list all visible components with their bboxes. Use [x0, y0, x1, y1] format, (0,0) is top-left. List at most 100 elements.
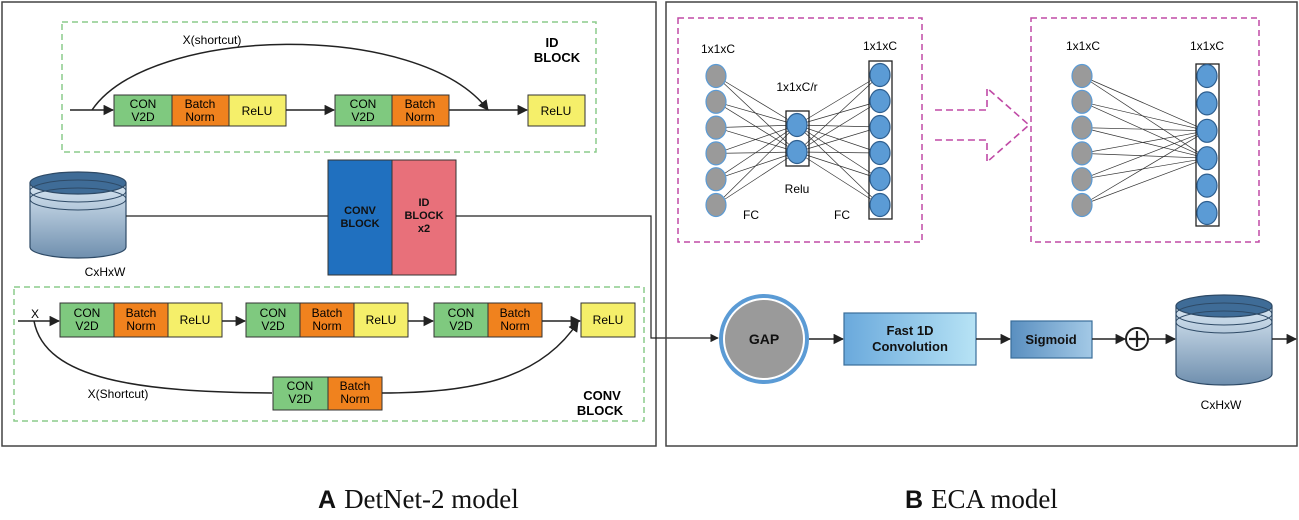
- neuron: [869, 166, 891, 192]
- neuron-connection: [715, 151, 798, 180]
- neuron: [869, 62, 891, 88]
- se-label-mid: 1x1xC/r: [776, 80, 817, 94]
- id-shortcut-arc: [91, 43, 489, 111]
- svg-text:ReLU: ReLU: [366, 313, 397, 327]
- neuron: [786, 112, 808, 138]
- neuron: [705, 192, 727, 218]
- detnet-to-eca-connector: [456, 215, 719, 343]
- panel-a-frame: [1, 1, 657, 447]
- se-mid-layer-box: [785, 110, 810, 167]
- se-label-out: 1x1xC: [863, 39, 897, 53]
- eca-block-frame: [1030, 17, 1260, 243]
- se-to-eca-hollow-arrow: [935, 86, 1031, 164]
- neuron: [786, 139, 808, 165]
- neuron-connection: [796, 74, 881, 126]
- eca-neurons: [1071, 63, 1218, 226]
- neuron-connection: [1081, 130, 1208, 206]
- neuron-connection: [1081, 127, 1208, 159]
- neuron: [1196, 173, 1218, 198]
- neuron-connection: [1081, 75, 1208, 159]
- neuron-connection: [1081, 130, 1208, 154]
- neuron: [1071, 167, 1093, 192]
- conv-shortcut-label: X(Shortcut): [88, 387, 149, 401]
- neuron-connection: [715, 124, 798, 180]
- neuron-connection: [796, 124, 881, 180]
- neuron-connection: [1081, 75, 1208, 132]
- eca-label-in: 1x1xC: [1066, 39, 1100, 53]
- neuron-connection: [796, 100, 881, 126]
- neuron-connection: [796, 124, 881, 154]
- neuron: [1071, 115, 1093, 140]
- neuron: [1071, 141, 1093, 166]
- neuron-connection: [1081, 157, 1208, 206]
- neuron: [869, 88, 891, 114]
- conv-relu-2: ReLU: [353, 302, 409, 338]
- se-neurons: [705, 62, 891, 218]
- neuron-connection: [1081, 157, 1208, 180]
- neuron-connection: [1081, 127, 1208, 132]
- neuron-connection: [796, 124, 881, 206]
- se-connections: [715, 74, 881, 206]
- conv-block-frame: [13, 286, 645, 422]
- se-fc1-label: FC: [743, 208, 759, 222]
- neuron-connection: [796, 74, 881, 153]
- neuron: [1071, 192, 1093, 218]
- neuron-connection: [715, 101, 798, 126]
- id-relu-out: ReLU: [527, 94, 586, 127]
- sigmoid-box: Sigmoid: [1010, 320, 1093, 359]
- neuron-connection: [1081, 101, 1208, 132]
- se-fc2-label: FC: [834, 208, 850, 222]
- neuron-connection: [796, 151, 881, 180]
- neuron: [705, 141, 727, 166]
- neuron: [1196, 200, 1218, 226]
- gap-node: GAP: [719, 294, 809, 384]
- neuron: [1071, 63, 1093, 89]
- caption-b-letter: B: [905, 486, 924, 514]
- neuron-connection: [715, 124, 798, 154]
- svg-text:GAP: GAP: [749, 331, 779, 347]
- id-block-frame: [61, 21, 597, 153]
- svg-text:ReLU: ReLU: [593, 313, 624, 327]
- se-label-in: 1x1xC: [701, 42, 735, 56]
- neuron: [1196, 146, 1218, 171]
- elementwise-add-icon: [1125, 327, 1149, 351]
- neuron-connection: [715, 101, 798, 153]
- neuron: [1071, 89, 1093, 114]
- conv-shortcut-curve-in: [33, 320, 273, 394]
- neuron: [705, 63, 727, 89]
- neuron-connection: [796, 124, 881, 128]
- neuron-connection: [715, 75, 798, 126]
- se-relu-label: Relu: [785, 182, 810, 196]
- se-block-frame: [677, 17, 923, 243]
- neuron-connection: [715, 124, 798, 206]
- neuron-connection: [1081, 101, 1208, 159]
- neuron-connection: [1081, 130, 1208, 180]
- neuron-connection: [796, 151, 881, 154]
